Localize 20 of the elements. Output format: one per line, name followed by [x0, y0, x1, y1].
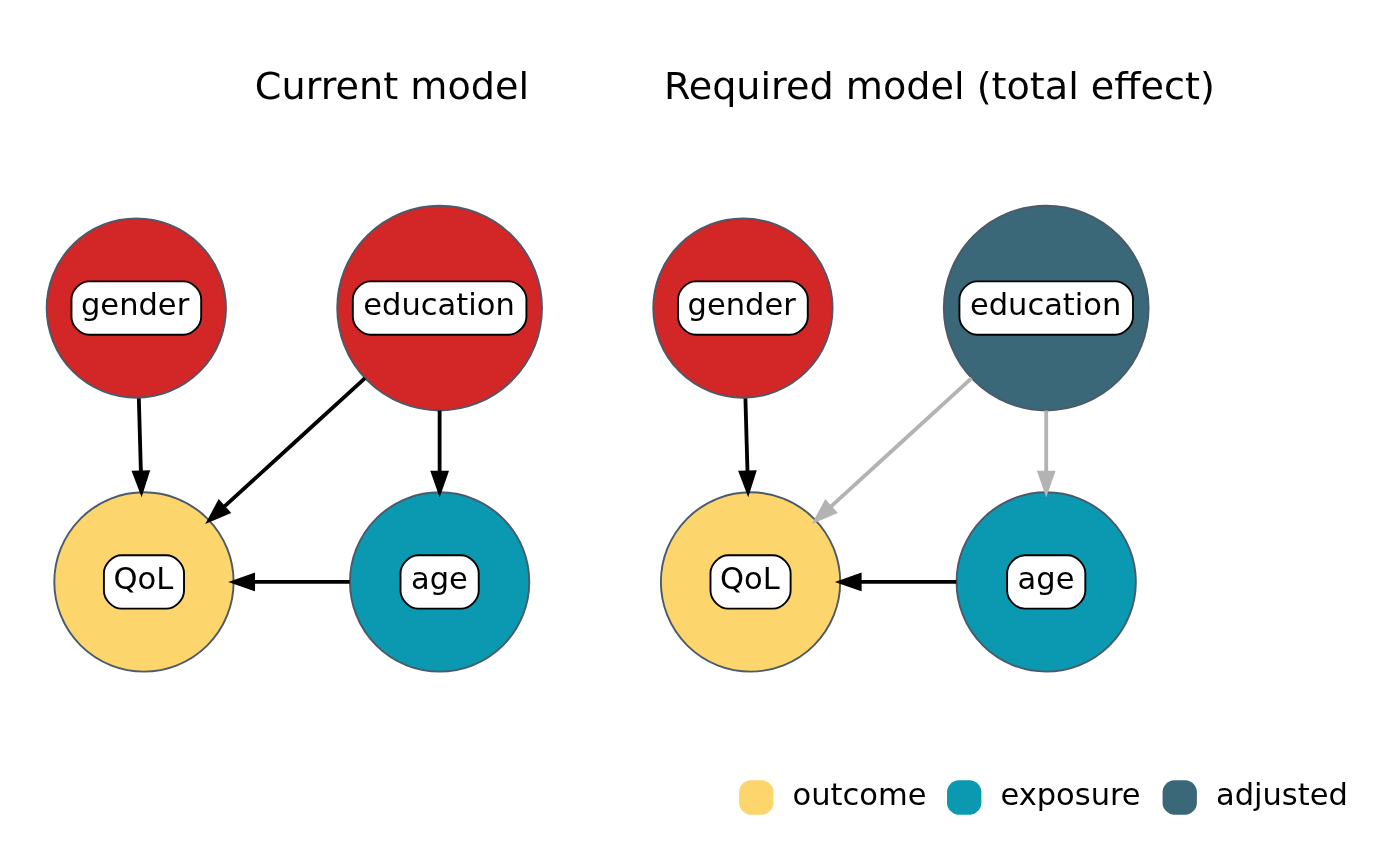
node-circle: gender [45, 217, 227, 399]
arrow [228, 572, 350, 592]
arrow [1036, 410, 1056, 498]
node-circle: QoL [659, 491, 842, 673]
legend-label: exposure [1000, 776, 1141, 812]
arrow [834, 572, 957, 592]
arrow [131, 398, 151, 498]
node-circle: education [336, 204, 543, 412]
legend-label: adjusted [1215, 776, 1348, 812]
arrow [811, 376, 973, 525]
arrow [205, 376, 367, 525]
node-circle: education [942, 204, 1150, 412]
label: Current model [254, 64, 530, 109]
node-circle: age [349, 491, 531, 673]
node-circle: age [955, 491, 1137, 673]
legend-label: outcome [792, 776, 927, 812]
arrow [430, 410, 449, 498]
label: Required model (total effect) [663, 64, 1215, 109]
node-circle: gender [652, 217, 834, 399]
arrow [738, 398, 757, 498]
